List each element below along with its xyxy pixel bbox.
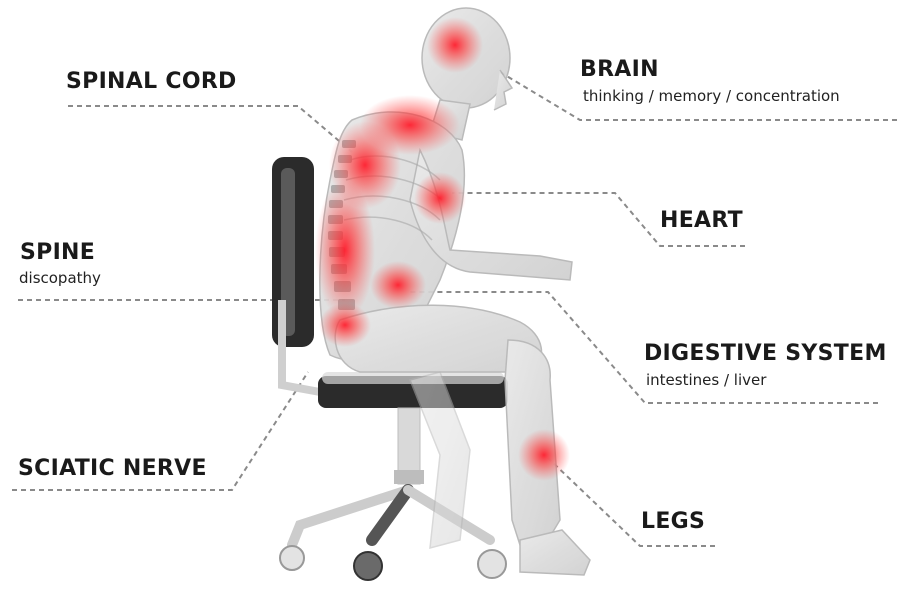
digestive-system-sublabel: intestines / liver (646, 371, 766, 389)
sciatic-highlight (319, 303, 371, 347)
spinal-cord-label: SPINAL CORD (66, 69, 237, 94)
brain-sublabel: thinking / memory / concentration (583, 87, 840, 105)
spine-highlight (315, 180, 375, 320)
sciatic-nerve-label: SCIATIC NERVE (18, 456, 207, 481)
brain-label: BRAIN (580, 57, 659, 82)
digestive-system-label: DIGESTIVE SYSTEM (644, 341, 887, 366)
spinal-cord-leader (68, 106, 352, 152)
spine-label: SPINE (20, 240, 95, 265)
spine-sublabel: discopathy (19, 269, 101, 287)
brain-highlight (427, 17, 483, 73)
digestive-highlight (370, 261, 426, 309)
legs-highlight (518, 429, 570, 481)
heart-highlight (414, 172, 466, 224)
heart-label: HEART (660, 208, 743, 233)
legs-label: LEGS (641, 509, 705, 534)
